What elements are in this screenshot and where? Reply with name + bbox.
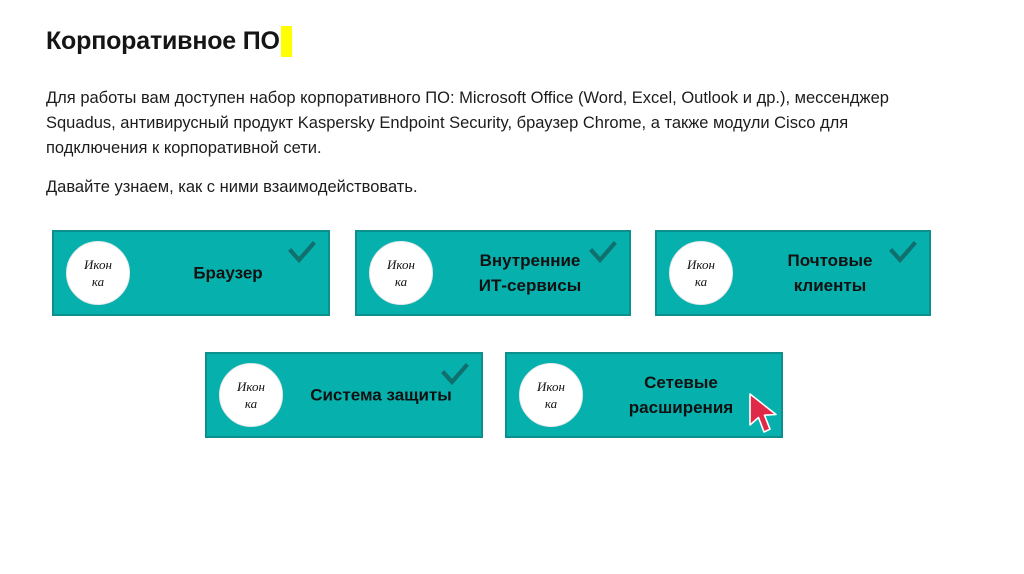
card-protection-system[interactable]: Икон ка Система защиты (205, 352, 483, 438)
card-label-line1: Внутренние (479, 251, 581, 270)
card-label-line2: клиенты (793, 276, 867, 295)
icon-placeholder-line1: Икон (387, 257, 415, 272)
icon-placeholder-circle: Икон ка (66, 241, 130, 305)
icon-placeholder-circle: Икон ка (219, 363, 283, 427)
icon-placeholder-line1: Икон (84, 257, 112, 272)
icon-placeholder-line2: ка (91, 274, 105, 289)
card-mail-clients[interactable]: Икон ка Почтовые клиенты (655, 230, 931, 316)
icon-placeholder-line2: ка (394, 274, 408, 289)
icon-placeholder-line1: Икон (537, 379, 565, 394)
card-label: Сетевые расширения (591, 370, 771, 420)
icon-placeholder-line2: ка (544, 396, 558, 411)
icon-placeholder-line1: Икон (237, 379, 265, 394)
card-browser[interactable]: Икон ка Браузер (52, 230, 330, 316)
check-icon (589, 240, 617, 266)
card-label-line2: ИТ-сервисы (478, 276, 582, 295)
intro-paragraph: Для работы вам доступен набор корпоратив… (46, 89, 889, 157)
icon-placeholder-circle: Икон ка (369, 241, 433, 305)
card-label-line2: расширения (628, 398, 734, 417)
icon-placeholder-line1: Икон (687, 257, 715, 272)
icon-placeholder-circle: Икон ка (669, 241, 733, 305)
check-icon (889, 240, 917, 266)
page-title: Корпоративное ПО (46, 26, 292, 57)
card-label: Почтовые клиенты (741, 248, 919, 298)
card-internal-it-services[interactable]: Икон ка Внутренние ИТ-сервисы (355, 230, 631, 316)
card-label-line1: Система защиты (310, 385, 452, 405)
page-title-text: Корпоративное ПО (46, 27, 280, 55)
check-icon (441, 362, 469, 388)
card-label-line1: Браузер (193, 263, 263, 283)
icon-placeholder-line2: ка (244, 396, 258, 411)
icon-placeholder-line2: ка (694, 274, 708, 289)
card-label-line1: Почтовые (787, 251, 873, 270)
text-cursor-highlight (280, 26, 292, 57)
card-label: Внутренние ИТ-сервисы (441, 248, 619, 298)
card-network-extensions[interactable]: Икон ка Сетевые расширения (505, 352, 783, 438)
body-copy: Для работы вам доступен набор корпоратив… (46, 86, 946, 200)
card-label: Браузер (138, 261, 318, 286)
icon-placeholder-circle: Икон ка (519, 363, 583, 427)
card-label: Система защиты (291, 383, 471, 408)
card-label-line1: Сетевые (644, 373, 718, 392)
check-icon (288, 240, 316, 266)
prompt-paragraph: Давайте узнаем, как с ними взаимодейство… (46, 178, 418, 196)
